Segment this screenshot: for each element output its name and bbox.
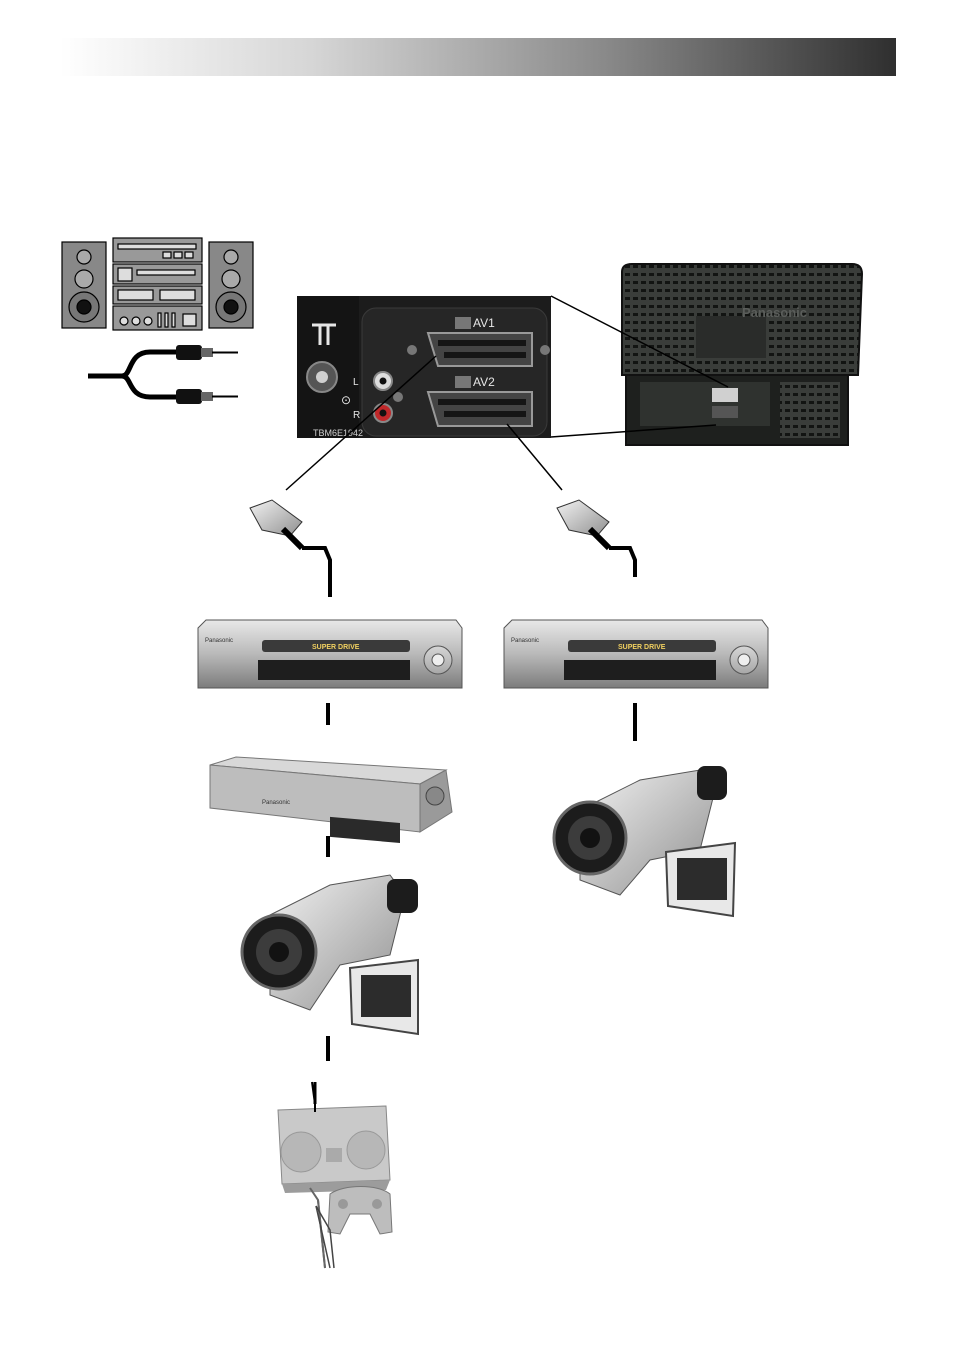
- av1-scart-socket: [428, 333, 532, 366]
- scart-symbol-icon: [455, 317, 471, 329]
- av2-label: AV2: [473, 375, 495, 389]
- camcorder-right-icon: [554, 766, 735, 916]
- scart-plug-right-icon: [507, 424, 635, 577]
- hifi-stereo-icon: [62, 238, 253, 330]
- audio-left-label: L: [353, 377, 359, 388]
- av2-scart-socket: [428, 392, 532, 426]
- satellite-receiver-icon: Panasonic: [210, 757, 452, 843]
- model-code: TBM6E1942: [313, 428, 363, 438]
- camcorder-left-icon: [242, 875, 418, 1034]
- vcr-brand-label: Panasonic: [205, 638, 233, 644]
- vcr-left-icon: SUPER DRIVE Panasonic: [198, 620, 462, 688]
- rca-audio-cable-icon: [88, 345, 238, 404]
- scart-symbol-icon: [455, 376, 471, 388]
- vcr-label: SUPER DRIVE: [312, 644, 360, 651]
- headphone-symbol-icon: ⊙: [341, 393, 351, 407]
- av1-label: AV1: [473, 316, 495, 330]
- audio-right-label: R: [353, 410, 360, 421]
- vcr-label: SUPER DRIVE: [618, 644, 666, 651]
- vcr-right-icon: SUPER DRIVE Panasonic: [504, 620, 768, 688]
- gamepad-icon: [310, 1187, 392, 1269]
- game-console-icon: [278, 1082, 390, 1193]
- vcr-brand-label: Panasonic: [511, 638, 539, 644]
- satellite-brand-label: Panasonic: [262, 800, 290, 806]
- tv-brand-label: Panasonic: [742, 305, 807, 320]
- tv-rear-icon: Panasonic: [622, 264, 862, 445]
